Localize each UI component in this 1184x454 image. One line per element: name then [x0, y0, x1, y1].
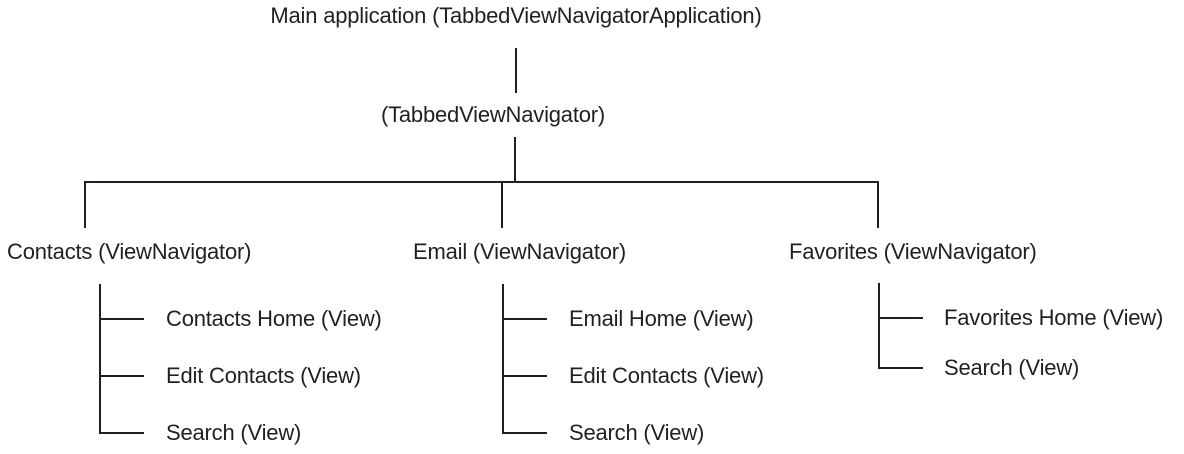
tree-spine-email — [502, 284, 504, 434]
tree-tick-contacts-2 — [99, 375, 144, 377]
connector-navigator-to-rail — [514, 137, 516, 183]
leaf-favorites-search: Search (View) — [944, 355, 1080, 380]
connector-drop-contacts — [84, 181, 86, 228]
leaf-email-edit: Edit Contacts (View) — [569, 363, 764, 388]
connector-drop-email — [501, 181, 503, 228]
connector-drop-favorites — [877, 181, 879, 228]
tree-tick-favorites-1 — [878, 317, 923, 319]
branch-label-contacts: Contacts (ViewNavigator) — [7, 239, 252, 264]
tree-tick-email-3 — [502, 432, 547, 434]
leaf-email-home: Email Home (View) — [569, 306, 754, 331]
leaf-contacts-edit: Edit Contacts (View) — [166, 363, 361, 388]
branch-label-favorites: Favorites (ViewNavigator) — [789, 239, 1037, 264]
tree-spine-favorites — [878, 283, 880, 369]
branch-label-email: Email (ViewNavigator) — [413, 239, 627, 264]
leaf-email-search: Search (View) — [569, 420, 705, 445]
tree-tick-favorites-2 — [878, 367, 923, 369]
tree-tick-email-1 — [502, 318, 547, 320]
navigator-node-label: (TabbedViewNavigator) — [380, 102, 606, 127]
leaf-favorites-home: Favorites Home (View) — [944, 305, 1164, 330]
leaf-contacts-home: Contacts Home (View) — [166, 306, 382, 331]
tree-tick-email-2 — [502, 375, 547, 377]
tree-tick-contacts-1 — [99, 318, 144, 320]
root-node-label: Main application (TabbedViewNavigatorApp… — [270, 3, 762, 28]
tree-tick-contacts-3 — [99, 432, 144, 434]
connector-root-to-navigator — [515, 48, 517, 93]
leaf-contacts-search: Search (View) — [166, 420, 302, 445]
connector-branch-rail — [84, 181, 879, 183]
tree-spine-contacts — [99, 284, 101, 434]
